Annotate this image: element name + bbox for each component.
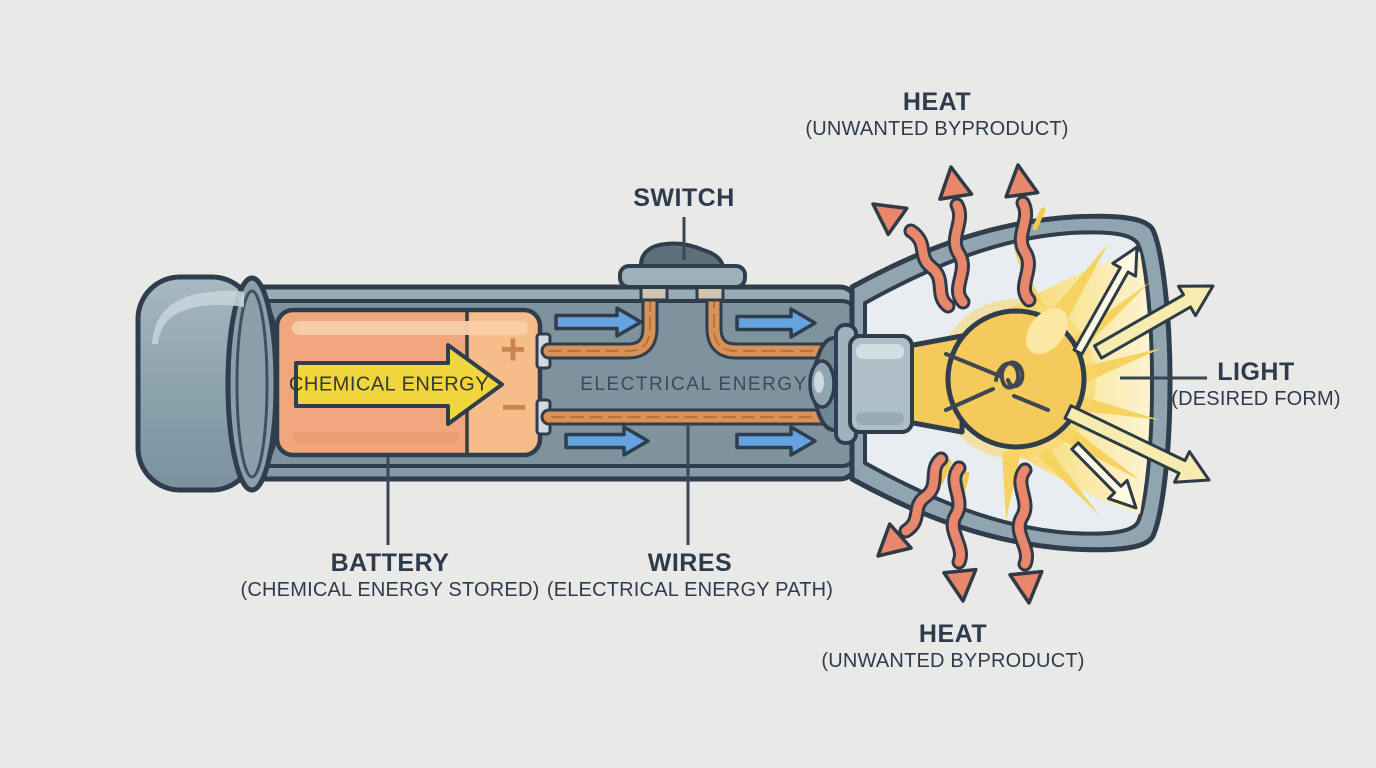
- wires-title: WIRES: [647, 549, 733, 577]
- battery-highlight: [292, 321, 528, 335]
- tail-cap-highlight: [152, 290, 244, 344]
- heat-wavy-arrow-icon: [871, 202, 956, 314]
- light-ray-arrow-icon: [1093, 284, 1215, 360]
- battery-shade: [292, 432, 460, 443]
- heat-bottom-label: HEAT (UNWANTED BYPRODUCT): [821, 620, 1084, 673]
- switch-title: SWITCH: [633, 184, 735, 212]
- heat-wavy-arrow-icon: [1008, 462, 1044, 605]
- battery-title: BATTERY: [330, 549, 450, 577]
- light-ray-arrows: [1063, 245, 1215, 510]
- heat-top-title: HEAT: [902, 88, 972, 116]
- battery-cap: [467, 310, 540, 455]
- battery-minus-symbol: −: [501, 383, 527, 432]
- leader-lines: [386, 217, 1207, 545]
- switch-rocker: [638, 241, 725, 269]
- bulb-icon: [905, 307, 1087, 450]
- electrical-energy-label: ELECTRICAL ENERGY: [580, 374, 808, 395]
- heat-wavy-arrow-icon: [938, 165, 974, 310]
- heat-wavy-arrow-icon: [942, 460, 978, 603]
- battery-subtitle: (CHEMICAL ENERGY STORED): [240, 578, 540, 601]
- light-ray-arrow-icon: [1063, 404, 1211, 484]
- chemical-energy-arrow-icon: [294, 343, 504, 426]
- socket-body: [848, 334, 914, 434]
- heat-wavy-arrow-icon: [876, 451, 949, 558]
- switch-base: [618, 264, 747, 289]
- light-ray-arrow-icon: [1070, 441, 1138, 510]
- battery-label: BATTERY (CHEMICAL ENERGY STORED): [241, 549, 540, 602]
- bulb-filament: [944, 352, 1050, 412]
- battery-plus-symbol: +: [500, 325, 526, 374]
- heat-arrows: [871, 163, 1044, 605]
- light-ray-arrow-icon: [1072, 245, 1139, 356]
- heat-top-subtitle: (UNWANTED BYPRODUCT): [805, 117, 1069, 140]
- chemical-energy-label: CHEMICAL ENERGY: [288, 373, 490, 396]
- wires-label: WIRES (ELECTRICAL ENERGY PATH): [547, 549, 833, 602]
- light-subtitle: (DESIRED FORM): [1171, 387, 1341, 410]
- tail-cap-rim-inner: [235, 289, 269, 479]
- heat-wavy-arrow-icon: [1004, 163, 1040, 308]
- electric-flow-arrows: [554, 306, 817, 457]
- battery-icon: [274, 307, 552, 458]
- electric-flow-arrow-icon: [735, 307, 817, 339]
- wires-subtitle: (ELECTRICAL ENERGY PATH): [546, 578, 834, 601]
- wire-top: [540, 283, 849, 360]
- tail-cap: [135, 274, 279, 493]
- socket-shade: [856, 412, 904, 425]
- electric-flow-arrow-icon: [554, 306, 643, 338]
- switch-label: SWITCH: [633, 184, 735, 214]
- heat-bottom-subtitle: (UNWANTED BYPRODUCT): [821, 649, 1085, 672]
- electric-flow-arrow-icon: [564, 425, 650, 457]
- bulb-highlight: [1026, 307, 1068, 355]
- bulb-socket: [808, 323, 914, 445]
- switch-icon: [618, 241, 747, 302]
- heat-top-label: HEAT (UNWANTED BYPRODUCT): [805, 88, 1068, 141]
- light-title: LIGHT: [1217, 358, 1295, 386]
- socket-dome-highlight: [814, 371, 824, 393]
- tail-cap-rim: [225, 275, 279, 493]
- socket-highlight: [856, 344, 904, 359]
- wires: [540, 283, 849, 426]
- heat-bottom-title: HEAT: [918, 620, 988, 648]
- light-label: LIGHT (DESIRED FORM): [1171, 358, 1340, 411]
- electric-flow-arrow-icon: [735, 425, 817, 457]
